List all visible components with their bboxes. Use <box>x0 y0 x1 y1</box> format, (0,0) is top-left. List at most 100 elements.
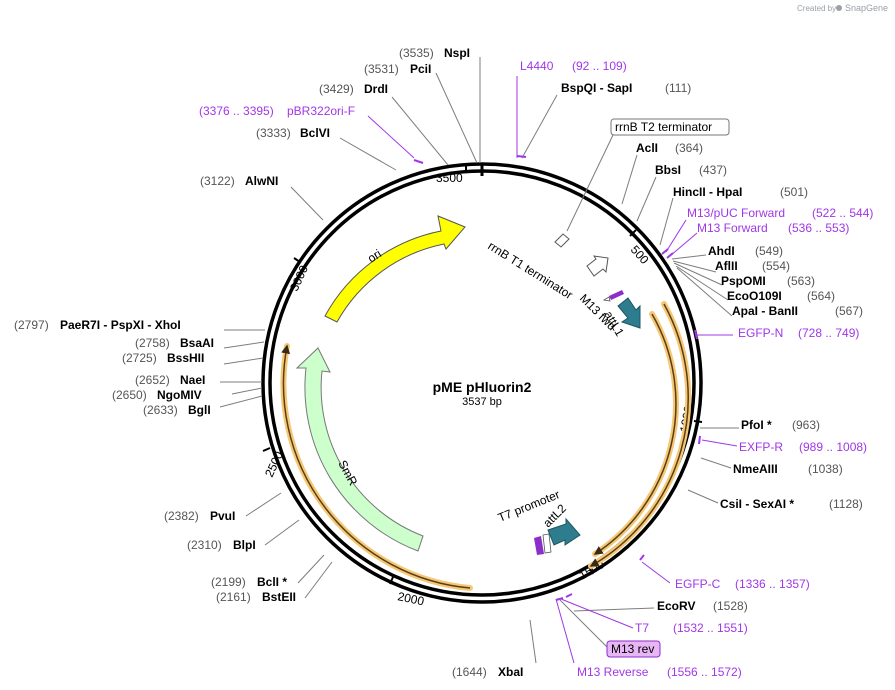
site-nmeaiii-pos: (1038) <box>808 462 843 476</box>
primer-egfpn-pos: (728 .. 749) <box>798 326 859 340</box>
site-aflii-pos: (554) <box>762 259 790 273</box>
site-nmeaiii-name: NmeAIII <box>733 462 778 476</box>
m13-rev-box[interactable]: M13 rev <box>606 640 661 658</box>
attl2-feature[interactable] <box>547 517 581 546</box>
site-ngomiv-name: NgoMIV <box>157 388 202 402</box>
primer-marks <box>413 155 701 601</box>
site-drdi-name: DrdI <box>364 82 388 96</box>
site-alwni-pos: (3122) <box>200 174 235 188</box>
site-nspi-pos: (3535) <box>399 46 434 60</box>
leader-lines <box>219 57 739 664</box>
site-bsshii-name: BssHII <box>167 351 204 365</box>
tick-label-2000: 2000 <box>396 589 425 608</box>
site-pcii-name: PciI <box>410 62 431 76</box>
primer-t7-name: T7 <box>635 621 649 635</box>
site-bsteii-pos: (2161) <box>216 590 251 604</box>
site-ecorv-name: EcoRV <box>657 599 695 613</box>
rrnb-t2-feature[interactable] <box>554 233 570 248</box>
primer-egfpc-name: EGFP-C <box>675 577 721 591</box>
site-bspqi-pos: (111) <box>665 81 691 95</box>
site-bsteii-name: BstEII <box>262 590 296 604</box>
tick-label-3500: 3500 <box>436 171 463 185</box>
site-eco0109i-pos: (564) <box>807 289 835 303</box>
site-hincii-pos: (501) <box>780 185 808 199</box>
site-xbai-name: XbaI <box>498 665 523 679</box>
site-blpi-name: BlpI <box>233 538 256 552</box>
site-csii-pos: (1128) <box>829 497 863 511</box>
site-paer7i-name: PaeR7I - PspXI - XhoI <box>60 318 181 332</box>
site-bgli-name: BglI <box>188 403 211 417</box>
site-naei-name: NaeI <box>180 373 205 387</box>
site-bclvi-name: BclVI <box>300 126 330 140</box>
tick-label-3000: 3000 <box>287 263 311 293</box>
primer-exfpr-name: EXFP-R <box>739 440 783 454</box>
site-pfoi-name: PfoI * <box>741 418 772 432</box>
site-xbai-pos: (1644) <box>452 665 487 679</box>
site-csii-name: CsiI - SexAI * <box>720 497 794 511</box>
site-alwni-name: AlwNI <box>245 174 278 188</box>
site-bclvi-pos: (3333) <box>256 126 291 140</box>
rrnb-t1-feature[interactable] <box>586 255 609 277</box>
site-acli-pos: (364) <box>675 141 703 155</box>
rrnb-t2-label: rrnB T2 terminator <box>615 120 712 134</box>
t7-promoter-feature[interactable] <box>534 533 552 555</box>
orf-arc-left <box>280 343 473 591</box>
site-bbsi-pos: (437) <box>699 163 727 177</box>
site-nspi-name: NspI <box>444 46 470 60</box>
site-pfoi-pos: (963) <box>792 418 820 432</box>
site-eco0109i-name: EcoO109I <box>727 289 782 303</box>
site-hincii-name: HincII - HpaI <box>673 185 742 199</box>
site-pvui-pos: (2382) <box>164 509 199 523</box>
primer-m13puc-name: M13/pUC Forward <box>687 206 785 220</box>
primer-l4440-name: L4440 <box>520 59 554 73</box>
site-bsaai-name: BsaAI <box>180 336 214 350</box>
watermark-brand: SnapGene <box>845 3 888 13</box>
primer-pbr322-pos: (3376 .. 3395) <box>199 104 274 118</box>
site-pcii-pos: (3531) <box>364 62 399 76</box>
site-pvui-name: PvuI <box>210 509 235 523</box>
site-naei-pos: (2652) <box>135 373 170 387</box>
attl1-feature[interactable] <box>617 297 641 329</box>
site-bgli-pos: (2633) <box>143 403 178 417</box>
rrnb-t2-callout: rrnB T2 terminator <box>566 118 730 232</box>
m13-fwd-feature[interactable] <box>602 290 624 302</box>
ori-feature[interactable]: ori <box>324 215 466 323</box>
primer-pbr322-name: pBR322ori-F <box>287 104 355 118</box>
primer-t7-pos: (1532 .. 1551) <box>673 621 748 635</box>
plasmid-length: 3537 bp <box>462 396 502 408</box>
primer-m13puc-pos: (522 .. 544) <box>812 206 873 220</box>
primer-l4440-pos: (92 .. 109) <box>572 59 627 73</box>
orf-arcs-right <box>588 301 692 569</box>
site-ahdi-name: AhdI <box>708 244 735 258</box>
snapgene-logo: SnapGene <box>836 3 888 13</box>
plasmid-name: pME pHluorin2 <box>433 379 532 395</box>
site-ngomiv-pos: (2650) <box>112 388 147 402</box>
site-ahdi-pos: (549) <box>755 244 783 258</box>
site-acli-name: AclI <box>636 141 658 155</box>
m13-rev-label: M13 rev <box>611 642 654 656</box>
site-pspomi-pos: (563) <box>787 274 815 288</box>
site-apai-name: ApaI - BanII <box>732 304 798 318</box>
site-bspqi-name: BspQI - SapI <box>561 81 632 95</box>
smr-feature[interactable]: SmR <box>295 347 424 552</box>
primer-m13fwd-pos: (536 .. 553) <box>788 221 849 235</box>
site-aflii-name: AflII <box>715 259 738 273</box>
site-bsaai-pos: (2758) <box>135 336 170 350</box>
rrnb-t1-label: rrnB T1 terminator <box>485 239 575 302</box>
primer-m13reverse-name: M13 Reverse <box>577 665 649 679</box>
site-paer7i-pos: (2797) <box>14 318 49 332</box>
primer-exfpr-pos: (989 .. 1008) <box>799 440 867 454</box>
primer-egfpc-pos: (1336 .. 1357) <box>735 577 810 591</box>
ori-label: ori <box>365 247 384 266</box>
primer-m13fwd-name: M13 Forward <box>697 221 768 235</box>
site-bcli-name: BclI * <box>257 575 287 589</box>
site-bsshii-pos: (2725) <box>122 351 157 365</box>
primer-egfpn-name: EGFP-N <box>738 326 783 340</box>
watermark-created-by: Created by <box>797 4 836 13</box>
primer-m13reverse-pos: (1556 .. 1572) <box>667 665 742 679</box>
tick-label-500: 500 <box>628 243 652 267</box>
site-pspomi-name: PspOMI <box>721 274 766 288</box>
site-apai-pos: (567) <box>835 304 863 318</box>
site-ecorv-pos: (1528) <box>713 599 748 613</box>
